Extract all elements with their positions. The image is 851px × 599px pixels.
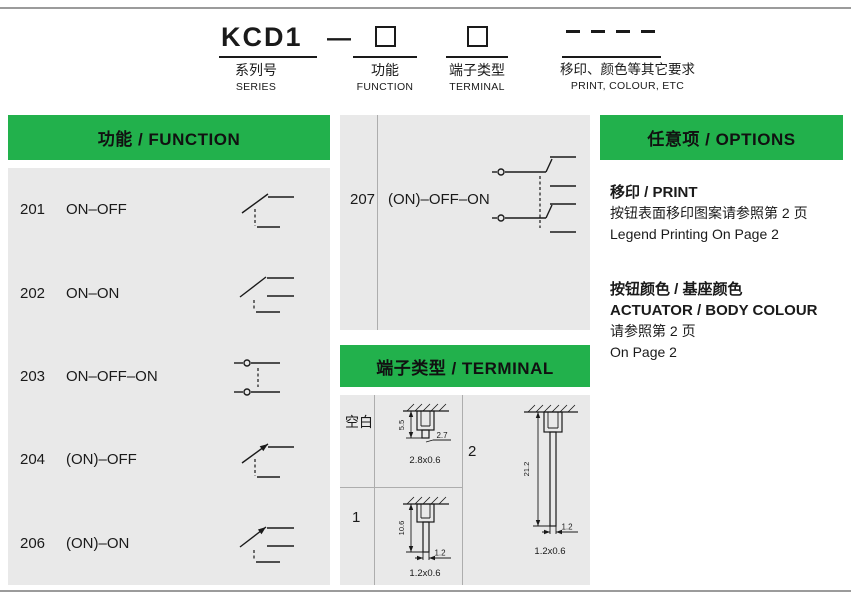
dim-height-label: 5.5 <box>397 420 406 430</box>
function-label: (ON)–OFF–ON <box>388 191 490 208</box>
dim-cross-label: 2.8x0.6 <box>409 455 440 466</box>
function-code-label-cn: 功能 <box>371 62 399 78</box>
cell-divider <box>462 395 463 585</box>
function-code: 204 <box>20 451 46 469</box>
cell-divider <box>377 115 378 330</box>
function-label: ON–OFF–ON <box>66 368 158 386</box>
terminal-code-1: 1 <box>352 509 361 526</box>
terminal-code-blank: 空白 <box>345 414 373 430</box>
function-code: 206 <box>20 534 46 552</box>
function-label: (ON)–ON <box>66 534 130 552</box>
colour-heading-cn: 按钮颜色 / 基座颜色 <box>610 281 743 298</box>
options-code-label-cn: 移印、颜色等其它要求 <box>560 62 695 77</box>
function-row-206: 206 (ON)–ON <box>8 502 330 585</box>
dim-height-label: 21.2 <box>522 462 531 477</box>
dim-width-label: 1.2 <box>434 549 446 558</box>
print-line-en: Legend Printing On Page 2 <box>610 226 779 242</box>
series-label-en: SERIES <box>235 80 277 93</box>
top-divider <box>0 7 851 9</box>
terminal-code-2: 2 <box>468 443 477 460</box>
dash-segment <box>591 30 605 33</box>
options-underline <box>562 56 661 58</box>
spacer <box>610 245 842 279</box>
function-row-201: 201 ON–OFF <box>8 168 330 251</box>
terminal-code-label: 端子类型 TERMINAL <box>427 62 527 93</box>
switch-symbol-momentary-on-off-on-icon <box>488 149 588 245</box>
function-code-box <box>375 26 396 47</box>
options-code-label: 移印、颜色等其它要求 PRINT, COLOUR, ETC <box>546 62 709 93</box>
colour-line-cn: 请参照第 2 页 <box>610 323 696 339</box>
series-underline <box>219 56 317 58</box>
function-underline <box>353 56 417 58</box>
switch-symbol-on-on-icon <box>222 265 306 321</box>
cell-divider <box>374 395 375 585</box>
terminal-code-label-cn: 端子类型 <box>449 62 505 78</box>
switch-symbol-momentary-on-icon <box>222 515 306 571</box>
function-code: 201 <box>20 201 46 219</box>
function-row-203: 203 ON–OFF–ON <box>8 335 330 418</box>
dim-cross-label: 1.2x0.6 <box>534 546 565 557</box>
series-code: KCD1 <box>221 22 303 52</box>
function-code: 203 <box>20 368 46 386</box>
function-code: 202 <box>20 284 46 302</box>
function-table: 201 ON–OFF 202 ON–ON <box>8 168 330 585</box>
switch-symbol-momentary-off-icon <box>222 432 306 488</box>
function-code: 207 <box>350 191 376 208</box>
terminal-underline <box>446 56 508 58</box>
function-section-header: 功能 / FUNCTION <box>8 115 330 160</box>
function-code-label: 功能 FUNCTION <box>335 62 435 93</box>
dash-segment <box>616 30 630 33</box>
terminal-section-header: 端子类型 / TERMINAL <box>340 345 590 387</box>
options-section-header: 任意项 / OPTIONS <box>600 115 843 160</box>
terminal-drawing-blank: 5.5 2.7 2.8x0.6 <box>377 401 459 485</box>
terminal-drawing-1: 10.6 1.2 1.2x0.6 <box>377 492 459 584</box>
switch-symbol-on-off-on-icon <box>222 349 306 405</box>
print-line-cn: 按钮表面移印图案请参照第 2 页 <box>610 205 808 221</box>
dash-segment <box>641 30 655 33</box>
function-207-cell: 207 (ON)–OFF–ON <box>340 115 590 330</box>
bottom-divider <box>0 590 851 592</box>
function-row-204: 204 (ON)–OFF <box>8 418 330 501</box>
switch-symbol-on-off-icon <box>222 182 306 238</box>
code-separator-dash: — <box>327 25 351 52</box>
terminal-table: 空白 1 2 5.5 2.7 2.8x0.6 <box>340 395 590 585</box>
cell-divider <box>340 487 462 488</box>
colour-heading-en: ACTUATOR / BODY COLOUR <box>610 302 818 319</box>
function-label: ON–ON <box>66 284 120 302</box>
terminal-drawing-2: 21.2 1.2 1.2x0.6 <box>500 400 588 576</box>
series-label: 系列号 SERIES <box>206 62 306 93</box>
terminal-code-label-en: TERMINAL <box>449 80 505 93</box>
dim-width-label: 1.2 <box>561 523 573 532</box>
dim-width-label: 2.7 <box>436 431 448 440</box>
dim-cross-label: 1.2x0.6 <box>409 568 440 579</box>
dim-height-label: 10.6 <box>397 521 406 536</box>
options-content: 移印 / PRINT 按钮表面移印图案请参照第 2 页 Legend Print… <box>610 182 842 363</box>
function-code-label-en: FUNCTION <box>356 80 414 93</box>
function-row-202: 202 ON–ON <box>8 251 330 334</box>
colour-line-en: On Page 2 <box>610 344 677 360</box>
series-label-cn: 系列号 <box>235 62 277 78</box>
function-label: ON–OFF <box>66 201 127 219</box>
print-heading: 移印 / PRINT <box>610 184 698 201</box>
terminal-code-box <box>467 26 488 47</box>
options-code-label-en: PRINT, COLOUR, ETC <box>570 80 685 93</box>
function-label: (ON)–OFF <box>66 451 137 469</box>
options-dashes-icon <box>566 30 655 33</box>
dash-segment <box>566 30 580 33</box>
